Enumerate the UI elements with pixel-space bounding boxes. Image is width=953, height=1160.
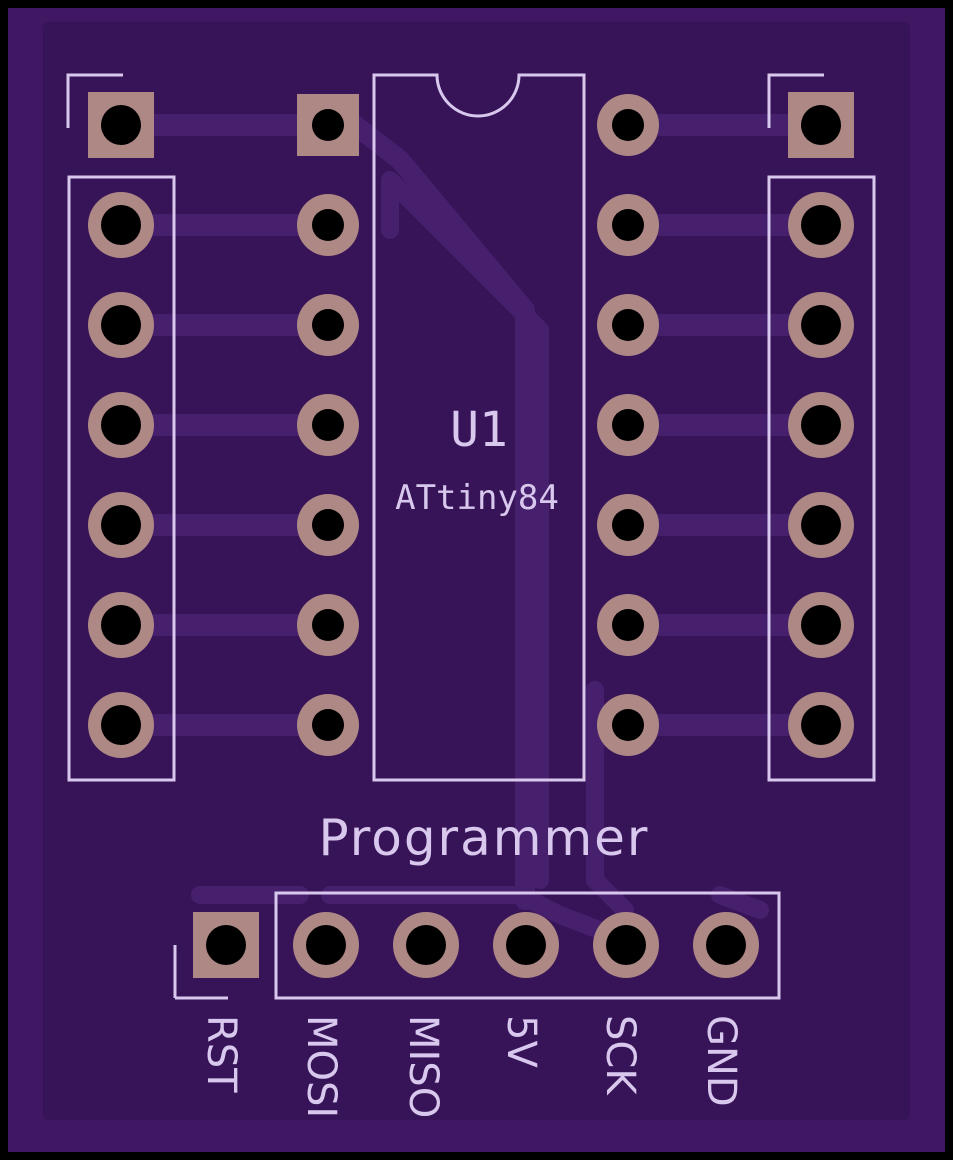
programmer-pin-labels: RST MOSI MISO 5V SCK GND [198,1015,744,1118]
u1-pad-11-hole [612,409,644,441]
programmer-header-outline [274,891,781,1000]
programmer-pad-6-hole [706,925,746,965]
traces [139,114,801,949]
programmer-pad-1-hole [206,925,246,965]
programmer-pad-4-hole [506,925,546,965]
u1-ref-label: U1 [450,402,508,458]
silkscreen [66,73,876,1000]
u1-pad-1-hole [312,109,344,141]
left-header-pad-7-hole [101,705,141,745]
u1-pad-9-hole [612,609,644,641]
left-header-pad-3-hole [101,305,141,345]
programmer-pad-3-hole [406,925,446,965]
pads [88,92,854,978]
u1-pad-2-hole [312,209,344,241]
u1-pad-7-hole [312,709,344,741]
left-header-pad-4-hole [101,405,141,445]
u1-pad-6-hole [312,609,344,641]
left-header-pad-2-hole [101,205,141,245]
right-header-pad-3-hole [801,305,841,345]
programmer-pin-label-rst: RST [198,1015,244,1093]
left-header-pad-1-hole [101,105,141,145]
programmer-pad-5-hole [606,925,646,965]
u1-pad-14-hole [612,109,644,141]
programmer-pad-2-hole [306,925,346,965]
left-header-outline [67,175,176,782]
copper-pour [43,22,910,1120]
programmer-pin-label-gnd: GND [698,1015,744,1107]
right-header-outline [767,175,876,782]
right-header-pad-1-hole [801,105,841,145]
u1-pad-13-hole [612,209,644,241]
right-header-pad-4-hole [801,405,841,445]
u1-pad-10-hole [612,509,644,541]
programmer-pin-label-mosi: MOSI [298,1015,344,1118]
u1-value-label: ATtiny84 [395,478,559,518]
programmer-pin-label-sck: SCK [597,1015,643,1096]
u1-pad-8-hole [612,709,644,741]
programmer-title: Programmer [319,809,650,867]
u1-outline [372,73,586,782]
pin1-marker-right [767,73,824,128]
right-header-pad-6-hole [801,605,841,645]
left-header-pad-5-hole [101,505,141,545]
programmer-pin-label-miso: MISO [400,1015,446,1118]
u1-pad-3-hole [312,309,344,341]
left-header-pad-6-hole [101,605,141,645]
u1-pad-4-hole [312,409,344,441]
right-header-pad-7-hole [801,705,841,745]
right-header-pad-5-hole [801,505,841,545]
pin1-marker-left [66,73,123,128]
programmer-pin-label-5v: 5V [498,1015,544,1068]
right-header-pad-2-hole [801,205,841,245]
u1-pad-5-hole [312,509,344,541]
u1-pad-12-hole [612,309,644,341]
